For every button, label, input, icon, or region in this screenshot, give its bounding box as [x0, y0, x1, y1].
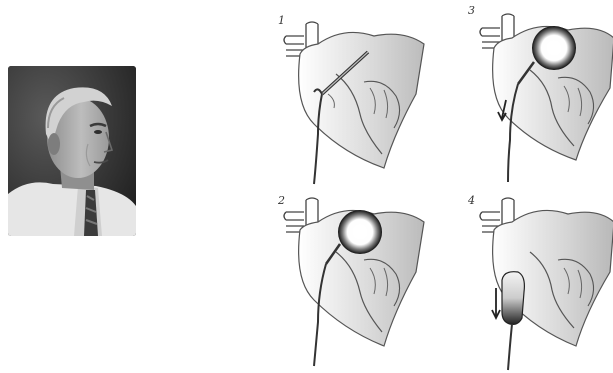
heart-diagram-4: [464, 188, 613, 373]
portrait-photo: [8, 66, 136, 236]
diagram-panel-1: 1: [274, 4, 424, 189]
heart-diagram-3: [464, 0, 613, 185]
panel-number-4: 4: [468, 194, 475, 207]
heart-diagram-2: [274, 188, 424, 373]
heart-diagram-1: [274, 4, 424, 189]
diagram-panel-2: 2: [274, 188, 424, 373]
panel-number-3: 3: [468, 4, 475, 17]
diagram-panel-4: 4: [464, 188, 613, 373]
panel-number-2: 2: [278, 194, 285, 207]
panel-number-1: 1: [278, 14, 285, 27]
diagram-panel-3: 3: [464, 0, 613, 185]
